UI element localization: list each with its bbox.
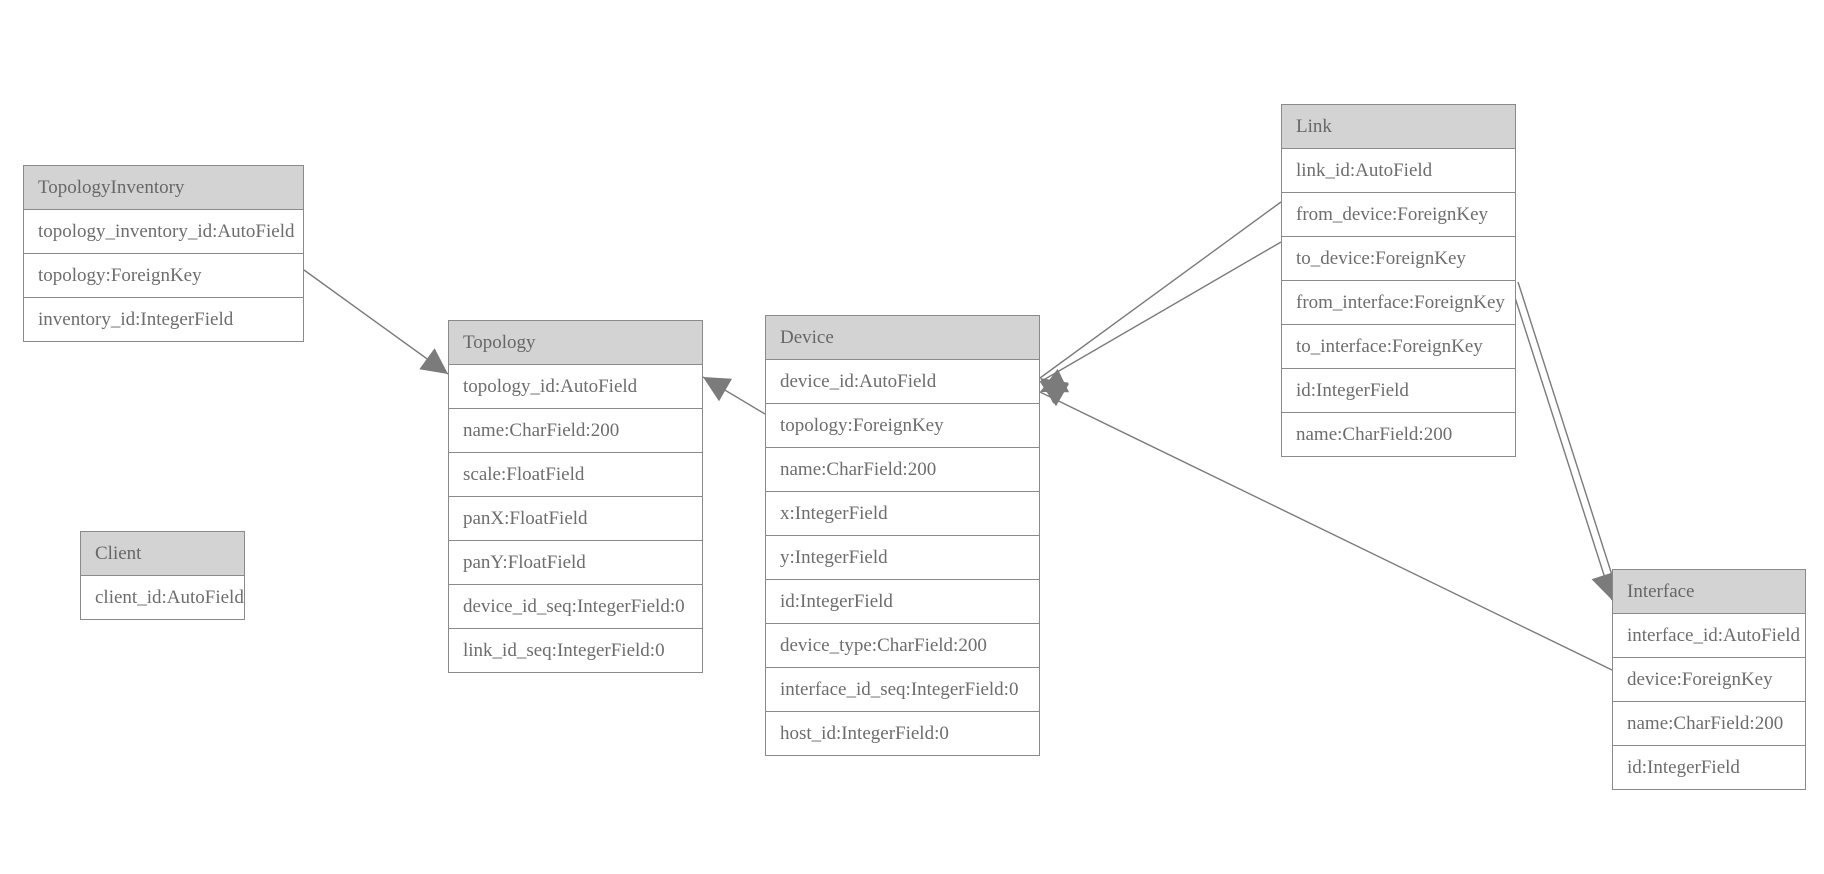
entity-field: panY:FloatField	[449, 541, 702, 585]
entity-field: name:CharField:200	[1282, 413, 1515, 456]
relationship-topology_inventory-to-topology	[303, 269, 449, 375]
relationship-link-to_interface-to-interface	[1517, 281, 1623, 602]
relationship-line	[1517, 281, 1621, 601]
entity-field: name:CharField:200	[766, 448, 1039, 492]
entity-field: inventory_id:IntegerField	[24, 298, 303, 341]
entity-field: to_device:ForeignKey	[1282, 237, 1515, 281]
entity-title-topology_inventory: TopologyInventory	[24, 166, 303, 210]
entity-field: device_id_seq:IntegerField:0	[449, 585, 702, 629]
entity-field: device_type:CharField:200	[766, 624, 1039, 668]
entity-field: topology:ForeignKey	[24, 254, 303, 298]
entity-field: client_id:AutoField	[81, 576, 244, 619]
entity-title-link: Link	[1282, 105, 1515, 149]
entity-title-client: Client	[81, 532, 244, 576]
entity-field: name:CharField:200	[1613, 702, 1805, 746]
relationship-device-to-topology	[702, 376, 766, 415]
entity-field: from_interface:ForeignKey	[1282, 281, 1515, 325]
entity-field: interface_id:AutoField	[1613, 614, 1805, 658]
entity-field: device_id:AutoField	[766, 360, 1039, 404]
entity-field: panX:FloatField	[449, 497, 702, 541]
relationship-link-from_device-to-device	[1039, 201, 1282, 404]
entity-field: topology_id:AutoField	[449, 365, 702, 409]
entity-title-device: Device	[766, 316, 1039, 360]
entity-title-interface: Interface	[1613, 570, 1805, 614]
relationship-line	[303, 269, 449, 375]
entity-field: id:IntegerField	[766, 580, 1039, 624]
entity-field: link_id_seq:IntegerField:0	[449, 629, 702, 672]
entity-field: device:ForeignKey	[1613, 658, 1805, 702]
relationship-link-from_interface-to-interface	[1509, 281, 1617, 601]
entity-field: host_id:IntegerField:0	[766, 712, 1039, 755]
entity-field: id:IntegerField	[1282, 369, 1515, 413]
entity-field: topology_inventory_id:AutoField	[24, 210, 303, 254]
entity-field: id:IntegerField	[1613, 746, 1805, 789]
entity-field: x:IntegerField	[766, 492, 1039, 536]
relationship-line	[1509, 281, 1613, 601]
relationship-link-to_device-to-device	[1039, 241, 1282, 407]
entity-field: from_device:ForeignKey	[1282, 193, 1515, 237]
relationship-line	[1039, 241, 1282, 383]
relationship-line	[702, 376, 766, 415]
entity-field: interface_id_seq:IntegerField:0	[766, 668, 1039, 712]
entity-field: to_interface:ForeignKey	[1282, 325, 1515, 369]
entity-field: link_id:AutoField	[1282, 149, 1515, 193]
entity-field: topology:ForeignKey	[766, 404, 1039, 448]
entity-field: name:CharField:200	[449, 409, 702, 453]
entity-title-topology: Topology	[449, 321, 702, 365]
entity-field: y:IntegerField	[766, 536, 1039, 580]
relationship-line	[1039, 201, 1282, 379]
entity-field: scale:FloatField	[449, 453, 702, 497]
